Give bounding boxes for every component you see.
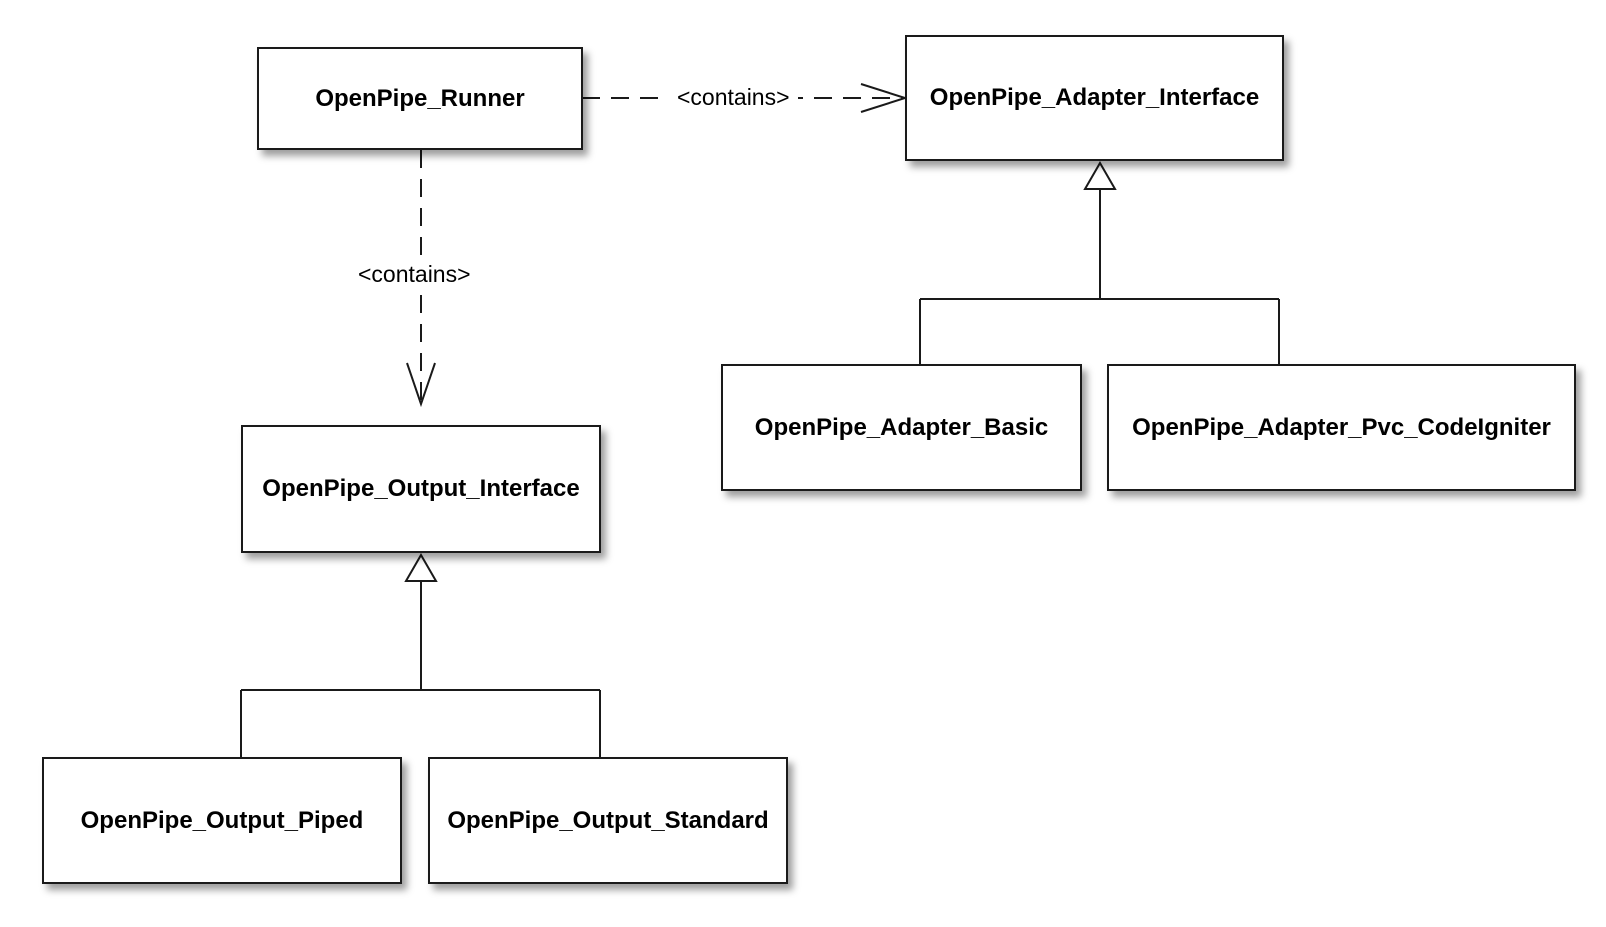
runner-output-relation-label: <contains> (354, 258, 475, 290)
output-generalization-triangle (404, 552, 438, 582)
class-openpipe-adapter-basic[interactable]: OpenPipe_Adapter_Basic (721, 364, 1082, 491)
adapter-generalization-triangle (1083, 160, 1117, 190)
class-name: OpenPipe_Output_Piped (80, 806, 364, 834)
class-openpipe-output-interface[interactable]: OpenPipe_Output_Interface (241, 425, 601, 553)
class-name: OpenPipe_Adapter_Interface (929, 84, 1260, 111)
class-name: OpenPipe_Output_Interface (262, 475, 580, 502)
class-name: OpenPipe_Adapter_Basic (754, 413, 1049, 441)
class-name: OpenPipe_Runner (315, 84, 525, 112)
class-openpipe-adapter-interface[interactable]: OpenPipe_Adapter_Interface (905, 35, 1284, 161)
class-name: OpenPipe_Output_Standard (447, 806, 769, 834)
class-openpipe-output-piped[interactable]: OpenPipe_Output_Piped (42, 757, 402, 884)
class-openpipe-output-standard[interactable]: OpenPipe_Output_Standard (428, 757, 788, 884)
runner-adapter-relation-label: <contains> (669, 83, 798, 111)
class-name: OpenPipe_Adapter_Pvc_CodeIgniter (1132, 413, 1551, 441)
class-openpipe-adapter-pvc-codeigniter[interactable]: OpenPipe_Adapter_Pvc_CodeIgniter (1107, 364, 1576, 491)
runner-output-open-arrowhead (406, 362, 436, 408)
class-openpipe-runner[interactable]: OpenPipe_Runner (257, 47, 583, 150)
